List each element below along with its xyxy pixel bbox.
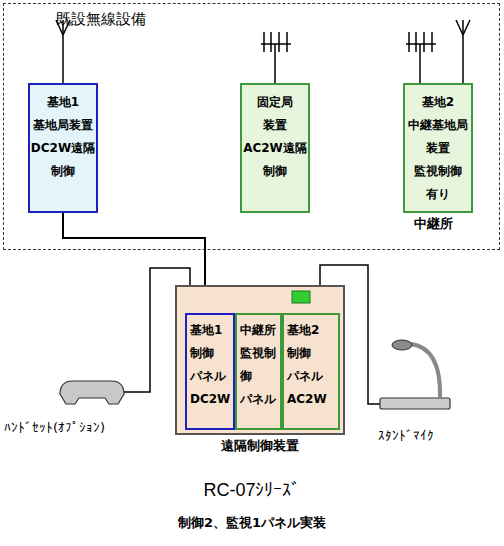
site-label: 中継所: [414, 216, 453, 232]
antenna-element: [278, 32, 280, 52]
mic-cord: [320, 265, 382, 404]
antenna-mast: [462, 20, 464, 83]
antenna-element: [286, 32, 288, 52]
handset-symbol: [60, 381, 124, 404]
antenna-element: [408, 32, 410, 52]
antenna-element: [431, 32, 433, 52]
antenna-base1: [56, 20, 70, 83]
panel-text: 基地2 制御 パネル AC2W: [287, 319, 338, 411]
antenna-mast: [274, 44, 276, 83]
antenna-mast: [62, 20, 64, 83]
option-label: ﾊﾝﾄﾞｾｯﾄ(ｵﾌﾟｼｮﾝ): [4, 420, 105, 436]
station-text: 固定局 装置 AC2W遠隔 制御: [242, 91, 308, 183]
mic-head: [392, 340, 412, 350]
antenna-element: [63, 20, 70, 35]
yagi-antenna-relay: [406, 32, 436, 83]
station-text: 基地1 基地局装置 DC2W遠隔 制御: [30, 91, 96, 183]
diagram-caption: 制御2、監視1パネル実装: [0, 515, 504, 531]
station-box: 基地2 中継基地局 装置 監視制御 有り: [403, 83, 473, 213]
control-panel: 基地2 制御 パネル AC2W: [282, 313, 340, 430]
equipment-region: 既設無線設備基地1 基地局装置 DC2W遠隔 制御 固定局 装置 AC2W遠隔 制…: [3, 3, 500, 250]
antenna-element: [456, 20, 463, 35]
antenna-element: [423, 32, 425, 52]
yagi-antenna-fixed: [261, 32, 291, 83]
antenna-mast: [419, 44, 421, 83]
monitor-panel: 中継所 監視制御 パネル: [235, 313, 282, 430]
connector-line: [63, 213, 205, 285]
antenna-element: [415, 32, 417, 52]
antenna-boom: [261, 43, 291, 45]
antenna-element: [270, 32, 272, 52]
indicator-lamp: [292, 291, 310, 303]
mic-base: [380, 398, 450, 409]
mic-label: ｽﾀﾝﾄﾞﾏｲｸ: [378, 428, 434, 444]
antenna-element: [263, 32, 265, 52]
panel-text: 中継所 監視制御 パネル: [240, 319, 280, 411]
station-text: 基地2 中継基地局 装置 監視制御 有り: [405, 91, 471, 206]
antenna-element: [56, 20, 63, 35]
control-panel: 基地1 制御 パネル DC2W: [185, 313, 235, 430]
panel-text: 基地1 制御 パネル DC2W: [190, 319, 233, 411]
control-unit-box: 遠隔制御装置基地1 制御 パネル DC2W中継所 監視制御 パネル基地2 制御 …: [175, 285, 345, 435]
mic-gooseneck: [410, 344, 440, 398]
station-box: 固定局 装置 AC2W遠隔 制御: [240, 83, 310, 213]
antenna-boom: [406, 43, 436, 45]
handset-cord: [122, 268, 190, 392]
station-box: 基地1 基地局装置 DC2W遠隔 制御: [28, 83, 98, 213]
device-title: 遠隔制御装置: [177, 438, 343, 454]
antenna-relay-whip: [456, 20, 470, 83]
antenna-element: [463, 20, 470, 35]
region-title: 既設無線設備: [56, 10, 146, 28]
diagram-title: RC-07ｼﾘｰｽﾞ: [0, 479, 504, 501]
